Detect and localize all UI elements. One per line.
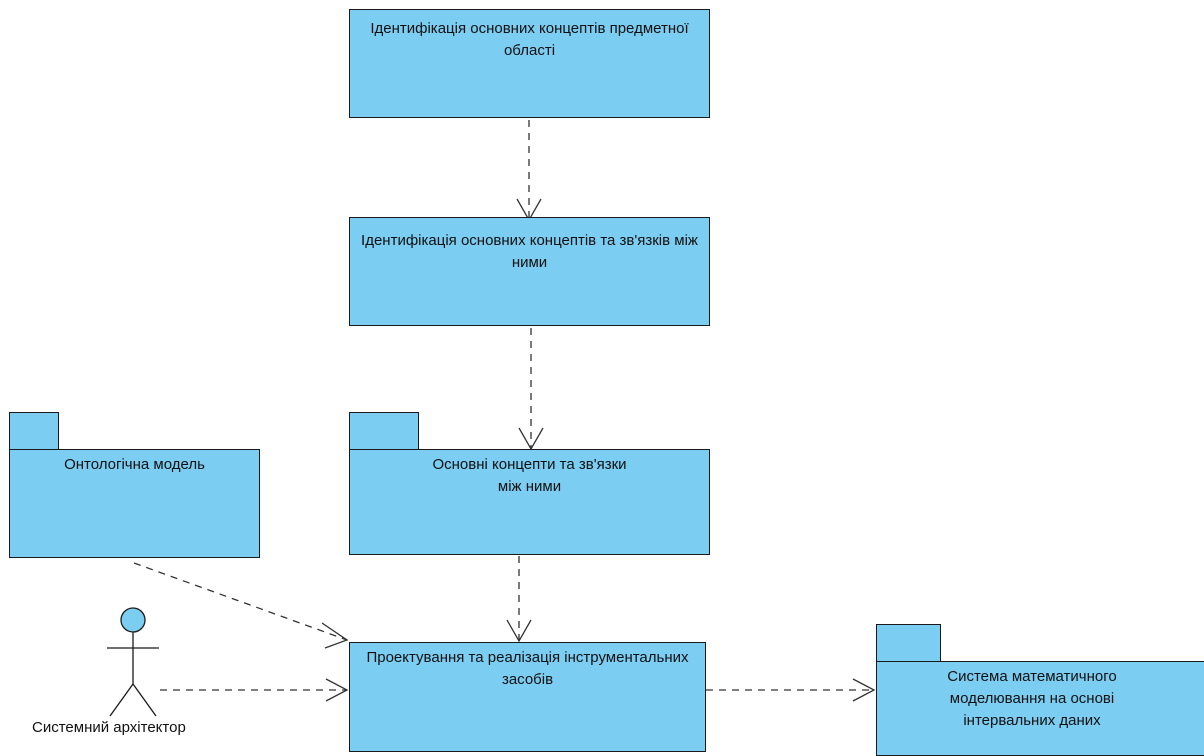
activity-design-tools-label: Проектування та реалізація інструменталь… xyxy=(366,649,689,688)
package-ontology-model[interactable]: Онтологічна модель xyxy=(9,449,260,558)
activity-design-tools[interactable]: Проектування та реалізація інструменталь… xyxy=(349,642,706,752)
arrowhead-6 xyxy=(852,678,876,702)
activity-identify-relations-label: Ідентифікація основних концептів та зв'я… xyxy=(361,232,698,271)
activity-identify-domain-label: Ідентифікація основних концептів предмет… xyxy=(370,20,689,59)
dependency-arrow-4 xyxy=(133,562,348,641)
package-concepts-relations[interactable]: Основні концепти та зв'язки між ними xyxy=(349,449,710,555)
package-ontology-model-label: Онтологічна модель xyxy=(64,456,205,473)
package-modeling-system[interactable]: Система математичного моделювання на осн… xyxy=(876,661,1204,756)
package-tab-ontology xyxy=(9,412,59,450)
arrowhead-5 xyxy=(325,678,349,702)
arrowhead-4 xyxy=(321,622,349,649)
actor-label: Системний архітектор xyxy=(32,719,186,736)
arrowhead-3 xyxy=(506,619,532,643)
package-tab-concepts xyxy=(349,412,419,450)
package-modeling-system-label: Система математичного моделювання на осн… xyxy=(947,668,1117,729)
activity-identify-relations[interactable]: Ідентифікація основних концептів та зв'я… xyxy=(349,217,710,326)
actor-head xyxy=(120,607,146,633)
activity-identify-domain[interactable]: Ідентифікація основних концептів предмет… xyxy=(349,9,710,118)
actor-figure xyxy=(107,607,159,717)
package-concepts-relations-label: Основні концепти та зв'язки між ними xyxy=(432,456,627,495)
package-tab-modeling xyxy=(876,624,941,662)
